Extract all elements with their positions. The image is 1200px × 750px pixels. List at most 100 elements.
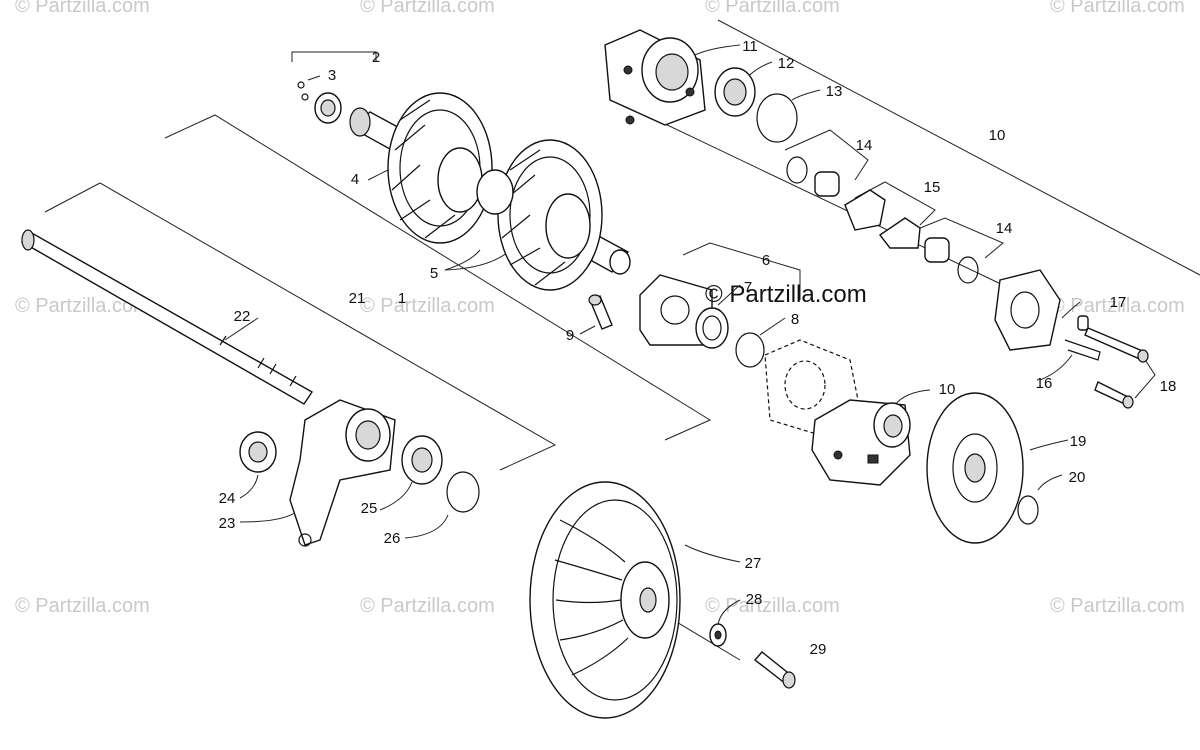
leader-17 <box>1061 301 1081 319</box>
pin-part-17 <box>1077 315 1089 331</box>
leader-5a <box>444 249 481 271</box>
watermark: © Partzilla.com <box>15 595 150 617</box>
callout-15: 15 <box>924 179 941 196</box>
callout-26: 26 <box>384 530 401 547</box>
parts <box>20 29 1149 719</box>
callout-10-mid: 10 <box>939 381 956 398</box>
watermark: © Partzilla.com <box>1050 295 1185 317</box>
leader-23 <box>239 507 301 523</box>
bracket-part-23 <box>289 399 396 547</box>
leader-9 <box>579 325 596 335</box>
watermark: © Partzilla.com <box>15 295 150 317</box>
callout-19: 19 <box>1070 433 1087 450</box>
callout-10-top: 10 <box>989 127 1006 144</box>
sprocket-left <box>387 92 493 244</box>
bearing-part-2 <box>314 92 342 124</box>
bushing-part-14-upper <box>814 171 840 197</box>
leader-24 <box>239 474 259 499</box>
leader-3 <box>307 75 321 81</box>
callout-7: 7 <box>744 279 752 296</box>
leader-13 <box>791 89 821 101</box>
caliper-housing-part-11 <box>604 29 706 126</box>
site-watermark-label: © Partzilla.com <box>705 281 867 308</box>
jackshaft-part-22 <box>20 229 313 405</box>
callout-8: 8 <box>791 311 799 328</box>
bracket-10 <box>717 19 1200 276</box>
callout-2: 2 <box>372 49 380 66</box>
callout-14-lower: 14 <box>996 220 1013 237</box>
ring-part-14-lower <box>957 256 979 284</box>
driven-clutch-part-27 <box>529 481 681 719</box>
callout-4: 4 <box>351 171 359 188</box>
leader-22 <box>224 317 259 341</box>
callout-23: 23 <box>219 515 236 532</box>
callout-20: 20 <box>1069 469 1086 486</box>
leader-16 <box>1039 354 1073 381</box>
clip-part-3 <box>297 81 309 101</box>
leader-27 <box>684 544 741 563</box>
snap-ring-part-20 <box>1017 495 1039 525</box>
caliper-assembly-part-10 <box>811 399 911 486</box>
drive-shaft-assembly <box>349 92 631 291</box>
callout-24: 24 <box>219 490 236 507</box>
washer-part-28 <box>709 623 727 647</box>
callout-3: 3 <box>328 67 336 84</box>
callout-25: 25 <box>361 500 378 517</box>
watermark: © Partzilla.com <box>360 295 495 317</box>
bushing-part-14-lower <box>924 237 950 263</box>
watermarks: © Partzilla.com © Partzilla.com © Partzi… <box>15 0 1185 617</box>
callout-16: 16 <box>1036 375 1053 392</box>
callout-6: 6 <box>762 252 770 269</box>
watermark: © Partzilla.com <box>360 595 495 617</box>
callout-14-upper: 14 <box>856 137 873 154</box>
sprocket-right <box>497 139 603 291</box>
leader-4 <box>367 169 389 181</box>
bracket-14a <box>784 129 869 181</box>
bearing-part-24 <box>239 431 277 473</box>
bracket-21 <box>44 182 557 471</box>
bolt-part-18b <box>1094 381 1134 409</box>
caliper-half-part-10 <box>994 269 1061 351</box>
watermark: © Partzilla.com <box>1050 595 1185 617</box>
watermark: © Partzilla.com <box>15 0 150 17</box>
callout-13: 13 <box>826 83 843 100</box>
ring-part-14-upper <box>786 156 808 184</box>
callout-29: 29 <box>810 641 827 658</box>
bolt-part-29 <box>753 651 796 689</box>
watermark: © Partzilla.com <box>360 0 495 17</box>
brake-disc-part-19 <box>926 392 1024 544</box>
leader-28 <box>717 599 741 626</box>
brake-pad-part-15b <box>878 217 921 249</box>
callout-9: 9 <box>566 327 574 344</box>
bracket-6 <box>682 242 801 300</box>
callout-17: 17 <box>1110 294 1127 311</box>
callout-labels: 2 3 4 5 1 21 6 7 8 9 11 12 13 10 14 15 1… <box>219 38 1177 658</box>
snap-ring-part-8 <box>735 332 765 368</box>
leader-25 <box>379 481 413 511</box>
callout-1: 1 <box>398 290 406 307</box>
callout-18: 18 <box>1160 378 1177 395</box>
brake-pad-part-15a <box>844 189 886 231</box>
callout-27: 27 <box>745 555 762 572</box>
bracket-14b <box>909 217 1004 259</box>
o-ring-part-26 <box>446 471 480 513</box>
callout-5: 5 <box>430 265 438 282</box>
bracket-2 <box>291 51 377 62</box>
bracket-1 <box>164 114 712 441</box>
leader-26 <box>404 514 449 539</box>
o-ring-part-13 <box>756 93 798 143</box>
bearing-part-12 <box>714 67 756 117</box>
callout-11: 11 <box>742 38 758 55</box>
watermark: © Partzilla.com <box>705 595 840 617</box>
callout-28: 28 <box>746 591 763 608</box>
callout-12: 12 <box>778 55 795 72</box>
leader-7 <box>717 284 741 306</box>
seal-part-7 <box>695 307 729 349</box>
leader-10b <box>894 389 931 406</box>
callout-22: 22 <box>234 308 251 325</box>
watermark: © Partzilla.com <box>1050 0 1185 17</box>
leader-8 <box>759 317 786 336</box>
watermark: © Partzilla.com <box>705 0 840 17</box>
bearing-part-25 <box>401 435 443 485</box>
